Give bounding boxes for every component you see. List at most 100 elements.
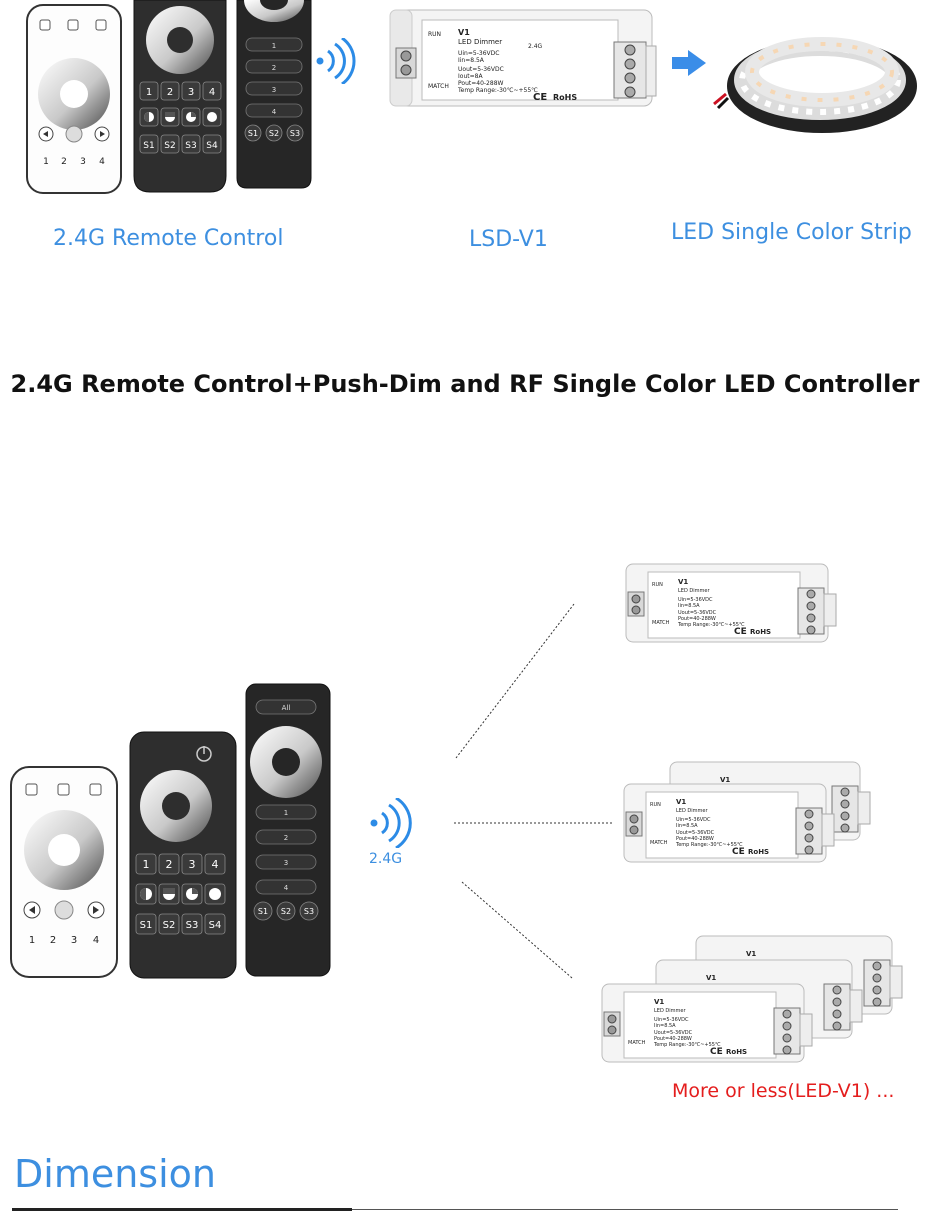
zone-key: 1	[284, 809, 288, 817]
top-button-icons	[39, 19, 107, 31]
divider-thick	[12, 1208, 352, 1211]
divider-thin	[352, 1209, 898, 1210]
freq-label: 2.4G	[528, 43, 543, 50]
brightness-icon	[207, 112, 217, 122]
model-label: V1	[678, 578, 688, 586]
scene-key: S2	[164, 141, 175, 151]
rohs-mark: RoHS	[750, 628, 771, 636]
zone-key: 2	[272, 64, 276, 72]
led-strip-reel	[713, 37, 917, 133]
model-label: V1	[720, 776, 730, 784]
scene-key: S4	[209, 920, 222, 931]
ce-mark: CE	[734, 627, 747, 637]
arrow-right-icon	[672, 50, 706, 76]
key-label: 1	[143, 858, 150, 871]
remote-number: 4	[93, 935, 99, 946]
black-slim-remote: 1 2 3 4 S1 S2 S3	[236, 0, 312, 189]
power-icon	[65, 125, 83, 143]
strip-caption: LED Single Color Strip	[671, 220, 912, 245]
spec-iin: Iin=8.5A	[458, 57, 485, 64]
led-controller-front: RUN MATCH V1 LED Dimmer Uin=5-36VDC Iin=…	[623, 783, 835, 863]
zone-key: 4	[272, 108, 277, 116]
model-label: V1	[676, 798, 686, 806]
run-label: RUN	[650, 802, 661, 808]
scene-key: S1	[143, 141, 154, 151]
spec-uout: Uout=5-36VDC	[654, 1030, 693, 1036]
spec-uin: Uin=5-36VDC	[458, 50, 499, 57]
spec-pout: Pout=40-288W	[654, 1036, 692, 1042]
spec-uout: Uout=5-36VDC	[458, 66, 504, 73]
run-label: RUN	[428, 31, 441, 38]
scene-key: S1	[248, 129, 258, 138]
remote-number: 1	[29, 935, 35, 946]
remote-number: 4	[99, 157, 105, 167]
key-label: 2	[166, 858, 173, 871]
brightness-icon	[209, 888, 221, 900]
product-name: LED Dimmer	[676, 808, 708, 814]
scene-key: S2	[269, 129, 279, 138]
zone-key: 3	[284, 859, 288, 867]
remote-number: 2	[61, 157, 67, 167]
spec-pout: Pout=40-288W	[678, 616, 716, 622]
led-controller-main: RUN MATCH V1 LED Dimmer Uin=5-36VDC Iin=…	[389, 9, 657, 107]
spec-uin: Uin=5-36VDC	[654, 1017, 689, 1023]
led-controller-front: MATCH V1 LED Dimmer Uin=5-36VDC Iin=8.5A…	[601, 983, 813, 1063]
scene-key: S2	[163, 920, 176, 931]
section-heading: 2.4G Remote Control+Push-Dim and RF Sing…	[10, 370, 920, 398]
match-label: MATCH	[650, 840, 668, 846]
spec-uout: Uout=5-36VDC	[676, 830, 715, 836]
scene-key: S2	[281, 907, 291, 916]
spec-temp: Temp Range:-30℃~+55℃	[675, 842, 743, 848]
spec-iin: Iin=8.5A	[678, 603, 700, 609]
rohs-mark: RoHS	[726, 1048, 747, 1056]
spec-pout: Pout=40-288W	[676, 836, 714, 842]
controller-caption: LSD-V1	[469, 227, 548, 252]
spec-temp: Temp Range:-30℃~+55℃	[677, 622, 745, 628]
wireless-signal-icon	[316, 38, 356, 84]
dimension-title: Dimension	[14, 1152, 216, 1196]
match-label: MATCH	[652, 620, 670, 626]
spec-iin: Iin=8.5A	[654, 1023, 676, 1029]
model-label: V1	[746, 950, 756, 958]
model-label: V1	[654, 998, 664, 1006]
scene-key: S4	[206, 141, 218, 151]
white-remote-large: 1 2 3 4	[10, 766, 118, 978]
model-label: V1	[458, 28, 470, 37]
key-label: 3	[189, 858, 196, 871]
more-or-less-note: More or less(LED-V1) ...	[672, 1080, 895, 1102]
scene-key: S1	[258, 907, 268, 916]
remote-number: 3	[71, 935, 77, 946]
scene-key: S3	[304, 907, 314, 916]
match-label: MATCH	[628, 1040, 646, 1046]
black-keypad-remote-large: 1 2 3 4 S1 S2 S3 S4	[129, 731, 237, 979]
key-label: 2	[167, 87, 173, 98]
product-name: LED Dimmer	[678, 588, 710, 594]
remote-caption: 2.4G Remote Control	[53, 226, 284, 251]
remote-number: 2	[50, 935, 56, 946]
key-label: 3	[188, 87, 194, 98]
spec-pout: Pout=40-288W	[458, 80, 504, 87]
spec-iin: Iin=8.5A	[676, 823, 698, 829]
scene-key: S3	[290, 129, 300, 138]
ce-mark: CE	[710, 1047, 723, 1057]
zone-key: 2	[284, 834, 288, 842]
zone-key: 3	[272, 86, 276, 94]
key-label: 4	[212, 858, 219, 871]
black-slim-remote-large: All 1 2 3 4 S1 S2 S3	[245, 683, 331, 977]
rohs-mark: RoHS	[553, 93, 577, 102]
ce-mark: CE	[533, 92, 547, 103]
spec-temp: Temp Range:-30℃~+55℃	[457, 87, 538, 94]
spec-iout: Iout=8A	[458, 73, 483, 80]
led-controller-single: RUN MATCH V1 LED Dimmer Uin=5-36VDC Iin=…	[625, 563, 837, 643]
spec-uin: Uin=5-36VDC	[676, 817, 711, 823]
run-label: RUN	[652, 582, 663, 588]
white-remote: 1 2 3 4	[26, 4, 122, 194]
product-name: LED Dimmer	[458, 38, 502, 46]
scene-key: S1	[140, 920, 153, 931]
power-icon	[54, 900, 74, 920]
all-key: All	[282, 704, 291, 712]
touch-wheel	[244, 0, 304, 22]
key-label: 1	[146, 87, 152, 98]
scene-key: S3	[186, 920, 199, 931]
wireless-signal-icon	[370, 798, 412, 848]
